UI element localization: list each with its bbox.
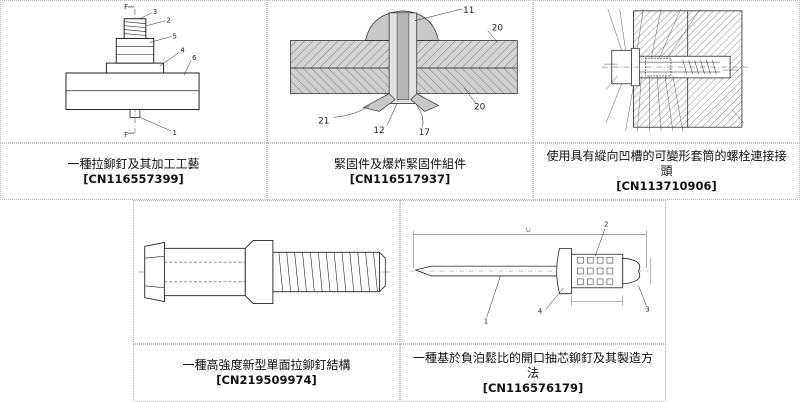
patent-3-drawing bbox=[533, 0, 800, 143]
pull-rivet-drawing: F F 3 2 5 4 6 1 bbox=[1, 1, 266, 142]
label-part-1: 1 bbox=[172, 129, 176, 137]
label-part-12: 12 bbox=[373, 126, 384, 136]
explosive-fastener-drawing: 11 20 20 21 12 17 bbox=[268, 1, 532, 142]
label-part-4: 4 bbox=[538, 307, 542, 315]
patent-2-drawing: 11 20 20 21 12 17 bbox=[267, 0, 533, 143]
patent-5-title: 一種基於負泊鬆比的開口抽芯鉚釘及其製造方法 bbox=[409, 351, 657, 381]
blind-rivet-structure-drawing bbox=[134, 201, 399, 343]
bolted-joint-drawing bbox=[534, 1, 799, 142]
patent-1-title: 一種拉鉚釘及其加工工藝 bbox=[67, 157, 199, 172]
patent-2-caption: 緊固件及爆炸緊固件組件 [CN116517937] bbox=[267, 143, 533, 200]
label-part-6: 6 bbox=[192, 54, 196, 62]
patent-3-title: 使用具有縱向凹槽的可變形套筒的螺栓連接接頭 bbox=[542, 149, 791, 179]
label-part-17: 17 bbox=[419, 128, 430, 138]
patent-4-caption: 一種高強度新型單面拉鉚釘結構 [CN219509974] bbox=[133, 344, 400, 402]
label-force-bottom: F bbox=[124, 131, 128, 139]
label-part-20-top: 20 bbox=[492, 24, 504, 34]
label-part-2: 2 bbox=[167, 17, 171, 25]
patent-4-title: 一種高強度新型單面拉鉚釘結構 bbox=[182, 358, 350, 373]
patent-3-caption: 使用具有縱向凹槽的可變形套筒的螺栓連接接頭 [CN113710906] bbox=[533, 143, 800, 200]
patent-1-number: [CN116557399] bbox=[83, 172, 184, 187]
patent-3-number: [CN113710906] bbox=[616, 179, 717, 194]
open-blind-rivet-drawing: L₁ 2 4 1 3 bbox=[401, 201, 665, 343]
patent-1-caption: 一種拉鉚釘及其加工工藝 [CN116557399] bbox=[0, 143, 267, 200]
label-part-5: 5 bbox=[172, 32, 176, 40]
svg-text:L₁: L₁ bbox=[526, 228, 531, 234]
label-part-3: 3 bbox=[153, 8, 157, 16]
label-force-top: F bbox=[124, 3, 128, 11]
patent-5-number: [CN116576179] bbox=[483, 381, 584, 396]
patent-4-number: [CN219509974] bbox=[216, 373, 317, 388]
patent-1-drawing: F F 3 2 5 4 6 1 bbox=[0, 0, 267, 143]
patent-5-drawing: L₁ 2 4 1 3 bbox=[400, 200, 666, 344]
label-part-20-bottom: 20 bbox=[474, 102, 486, 112]
patent-2-number: [CN116517937] bbox=[350, 172, 451, 187]
label-part-2: 2 bbox=[604, 221, 608, 229]
patent-5-caption: 一種基於負泊鬆比的開口抽芯鉚釘及其製造方法 [CN116576179] bbox=[400, 344, 666, 402]
label-part-11: 11 bbox=[463, 6, 474, 16]
label-part-4: 4 bbox=[180, 46, 184, 54]
label-part-1: 1 bbox=[484, 317, 488, 325]
patent-2-title: 緊固件及爆炸緊固件組件 bbox=[334, 157, 466, 172]
label-part-3: 3 bbox=[645, 305, 649, 313]
label-part-21: 21 bbox=[318, 116, 329, 126]
patent-4-drawing bbox=[133, 200, 400, 344]
